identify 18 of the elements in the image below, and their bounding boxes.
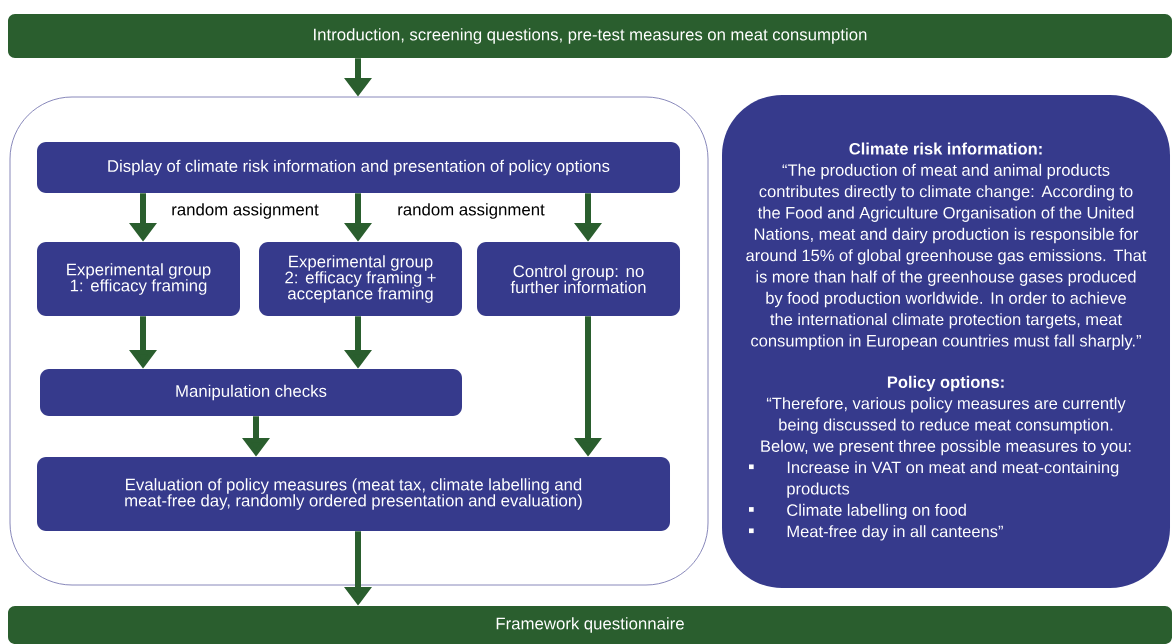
heading: Climate risk information:	[849, 142, 1042, 155]
process-box: Display of climate risk information and presentation of policy options	[37, 142, 680, 193]
info-panel	[722, 95, 1170, 588]
stage-bar: Framework questionnaire	[8, 606, 1172, 644]
annotation-text: random assignment	[172, 203, 319, 219]
paragraph: “Therefore, various policy measures are currently being discussed to reduce meat consumption. Below, we present three possible measures to you:	[761, 397, 1131, 456]
process-box: Manipulation checks	[40, 369, 462, 416]
paragraph: “The production of meat and animal products contributes directly to climate change: According to the Food and Agriculture Organisation of the United Nations, meat and dairy production is responsible for around 15% of global greenhouse gas emissions. That is more than half of the greenhouse gases produced by food production worldwide. In order to achieve the international climate protection targets, meat consumption in European countries must fall sharply.”	[746, 163, 1147, 350]
bullet-item: Climate labelling on food	[787, 503, 966, 520]
process-box: Experimental group 1: efficacy framing	[37, 242, 240, 316]
bullet-item: Increase in VAT on meat and meat-containing products	[787, 461, 1119, 498]
process-box: Evaluation of policy measures (meat tax, climate labelling and meat-free day, randomly ordered presentation and evaluation)	[37, 457, 670, 531]
annotation-text: random assignment	[398, 203, 545, 219]
heading: Policy options:	[887, 375, 1004, 392]
process-box: Control group: no further information	[477, 242, 680, 316]
bullet-item: Meat-free day in all canteens”	[787, 525, 1003, 541]
process-box: Experimental group 2: efficacy framing + acceptance framing	[259, 242, 462, 316]
stage-bar: Introduction, screening questions, pre-test measures on meat consumption	[8, 14, 1172, 58]
